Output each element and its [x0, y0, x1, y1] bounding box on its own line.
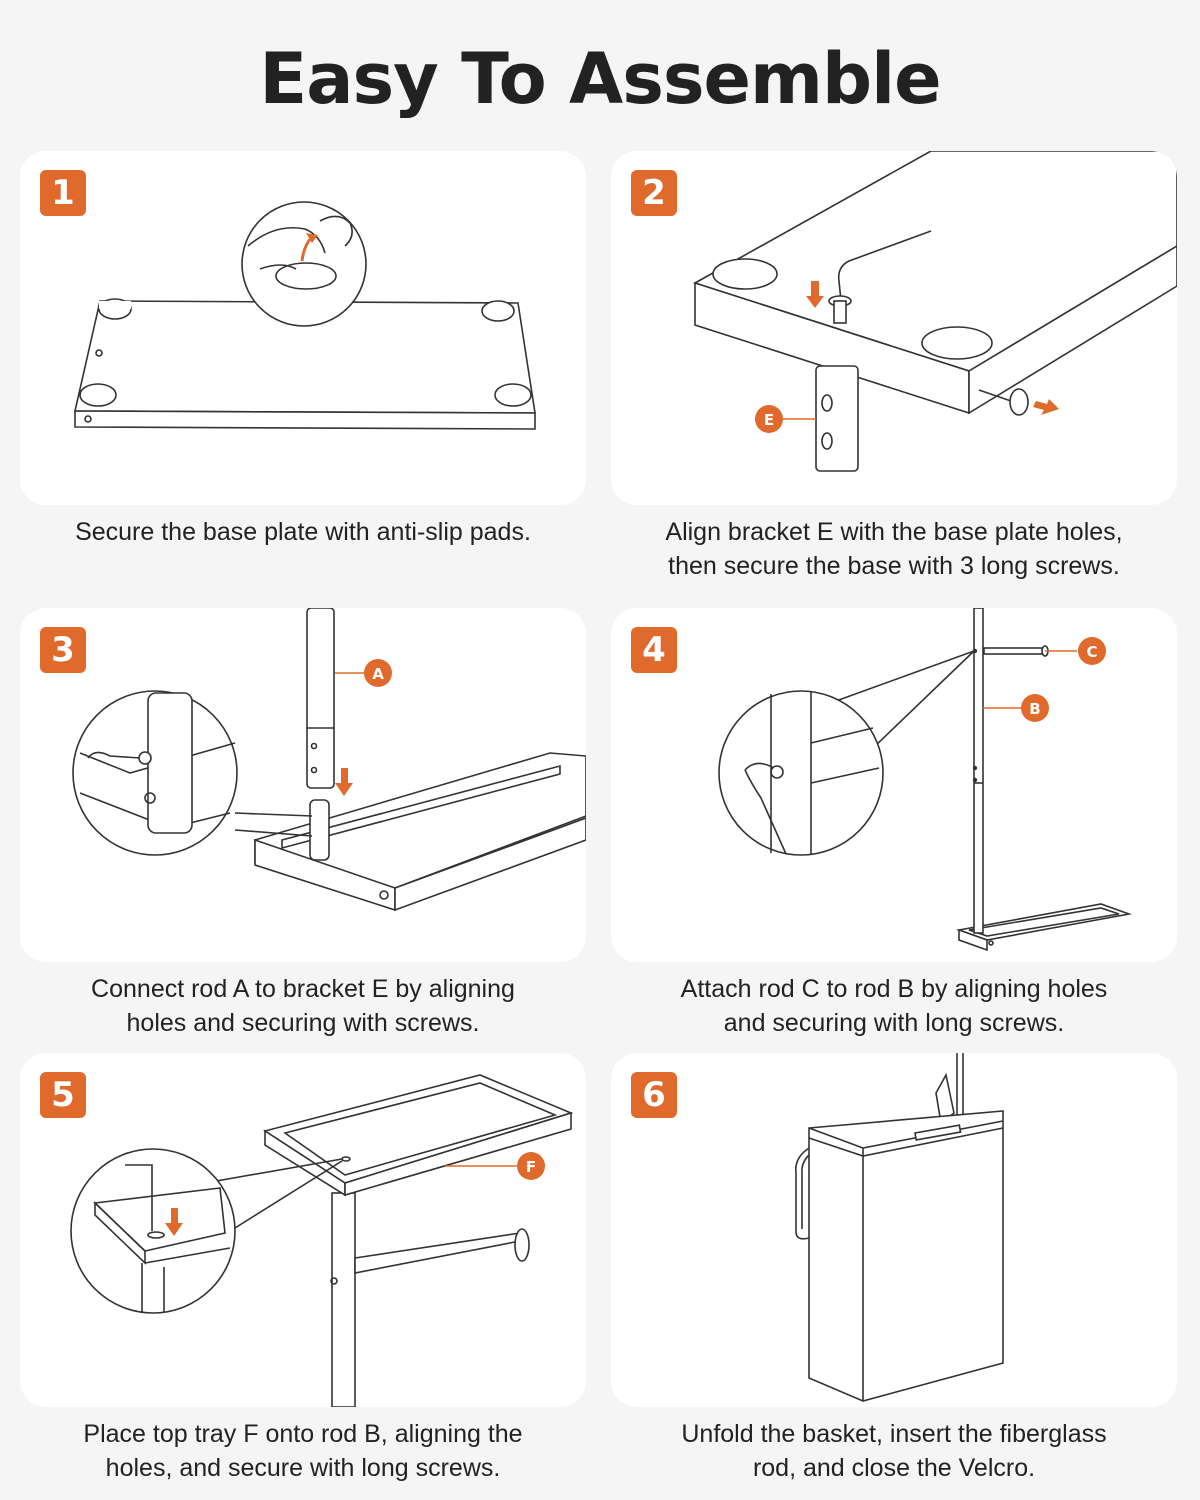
step-4-caption: Attach rod C to rod B by aligning holes …: [611, 972, 1177, 1040]
step-3-illustration: A: [72, 608, 586, 912]
step-4-illustration: C B: [718, 608, 1133, 952]
step-2-number-badge: 2: [631, 170, 677, 216]
step-5-caption: Place top tray F onto rod B, aligning th…: [20, 1417, 586, 1485]
step-6-caption: Unfold the basket, insert the fiberglass…: [611, 1417, 1177, 1485]
step-5-illustration: F: [70, 1074, 574, 1407]
step-5-card: F 5: [20, 1053, 586, 1407]
step-2-illustration: E: [693, 151, 1177, 472]
step-2-caption: Align bracket E with the base plate hole…: [611, 515, 1177, 583]
step-6-illustration: [794, 1053, 1004, 1402]
step-1-number-badge: 1: [40, 170, 86, 216]
step-3-caption: Connect rod A to bracket E by aligning h…: [20, 972, 586, 1040]
step-2-caption-line-2: then secure the base with 3 long screws.: [668, 552, 1120, 580]
step-1-card: 1: [20, 151, 586, 505]
step-1-caption-line: Secure the base plate with anti-slip pad…: [75, 518, 531, 546]
step-1-illustration: [73, 201, 536, 430]
step-3-caption-line-2: holes and securing with screws.: [126, 1009, 480, 1037]
step-3-card: A 3: [20, 608, 586, 962]
step-4-caption-line-1: Attach rod C to rod B by aligning holes: [680, 975, 1108, 1003]
step-5-caption-line-2: holes, and secure with long screws.: [105, 1454, 501, 1482]
step-3-caption-line-1: Connect rod A to bracket E by aligning: [91, 975, 515, 1003]
step-2-card: E 2: [611, 151, 1177, 505]
step-6-card: 6: [611, 1053, 1177, 1407]
step-1-caption: Secure the base plate with anti-slip pad…: [20, 515, 586, 549]
step-3-number-badge: 3: [40, 627, 86, 673]
step-4-number-badge: 4: [631, 627, 677, 673]
step-4-caption-line-2: and securing with long screws.: [723, 1009, 1065, 1037]
step-6-number-badge: 6: [631, 1072, 677, 1118]
label-b: B: [1029, 700, 1040, 718]
page-title: Easy To Assemble: [259, 38, 941, 120]
label-e: E: [764, 411, 774, 429]
step-4-card: C B 4: [611, 608, 1177, 962]
label-c: C: [1086, 643, 1097, 661]
step-5-caption-line-1: Place top tray F onto rod B, aligning th…: [83, 1420, 523, 1448]
step-6-caption-line-2: rod, and close the Velcro.: [752, 1454, 1036, 1482]
step-5-number-badge: 5: [40, 1072, 86, 1118]
step-6-caption-line-1: Unfold the basket, insert the fiberglass: [681, 1420, 1107, 1448]
label-f: F: [526, 1158, 536, 1176]
step-2-caption-line-1: Align bracket E with the base plate hole…: [665, 518, 1123, 546]
label-a: A: [372, 665, 384, 683]
